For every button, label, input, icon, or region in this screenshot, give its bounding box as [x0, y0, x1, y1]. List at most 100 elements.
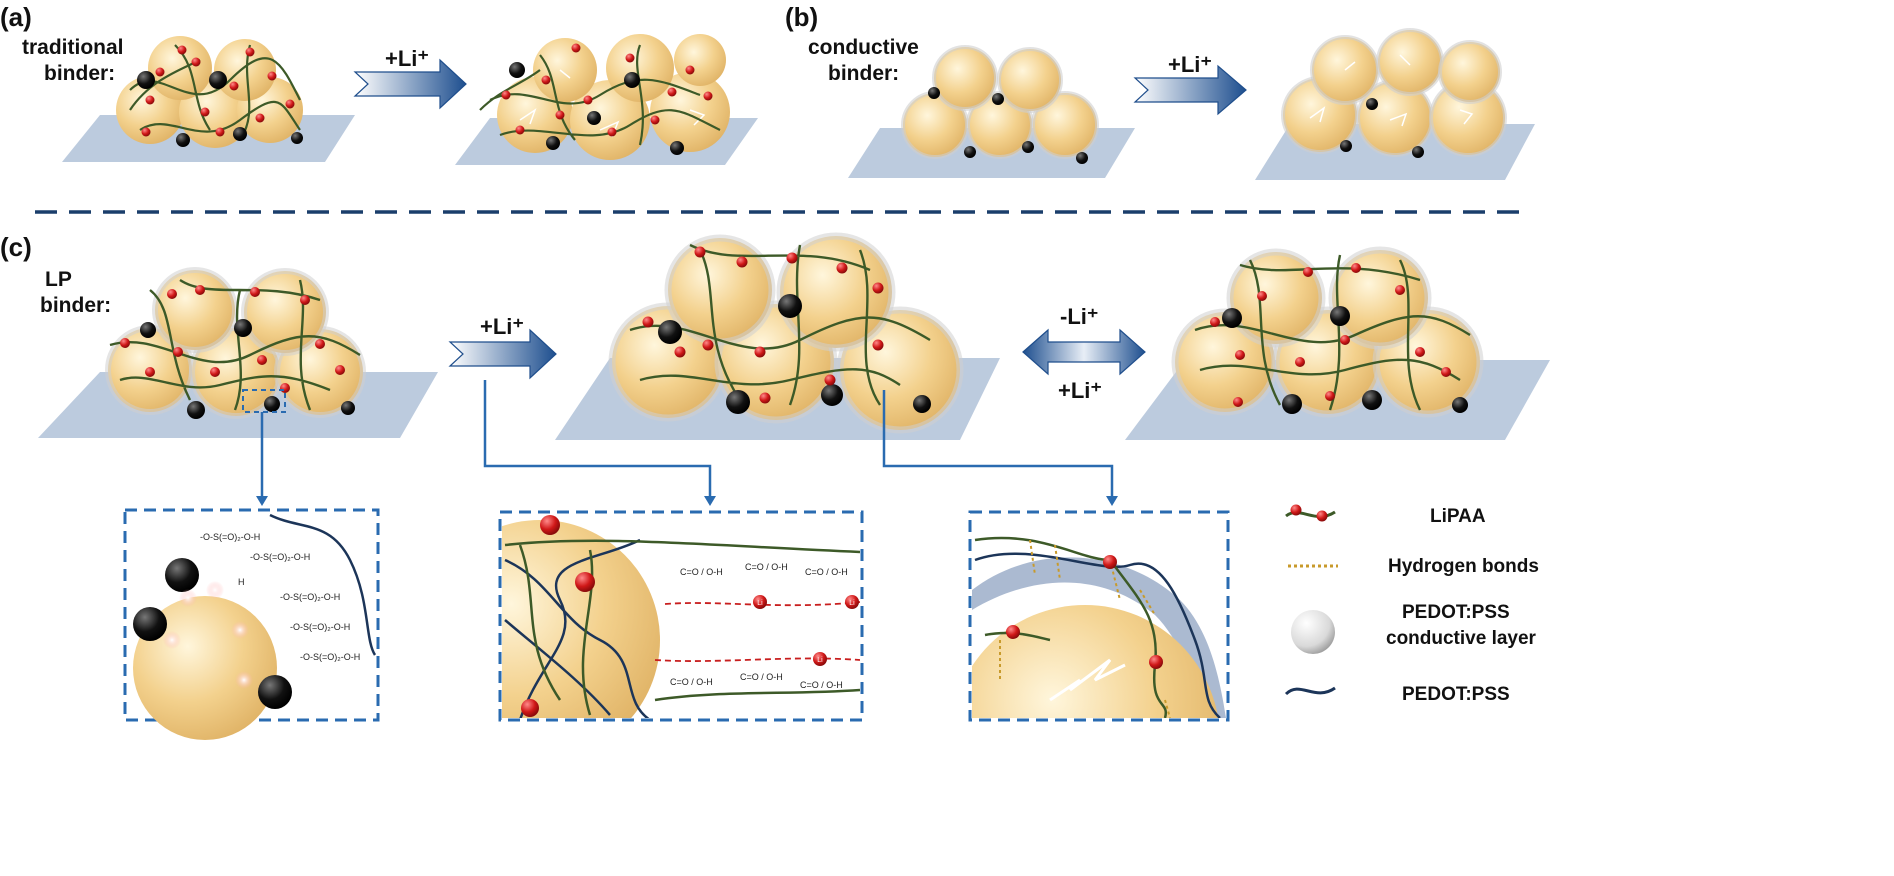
panel-a-electrode-after — [455, 34, 758, 165]
zoom-pedot-chain — [269, 513, 377, 656]
zoom-lipaa-chain-bottom — [654, 688, 860, 702]
zoom-marker — [242, 389, 286, 413]
zoom-carbon-particle — [133, 607, 167, 641]
zoom-box-2: Li Li Li C=O / O-H C=O / O-H C=O / O-H C… — [498, 510, 864, 722]
panel-a-tag: (a) — [0, 2, 32, 32]
active-particle — [214, 39, 276, 101]
coated-particle — [932, 45, 998, 111]
zoom-pedot-layer — [972, 557, 1226, 718]
panel-a-arrow: +Li⁺ — [353, 46, 467, 110]
svg-text:-O-S(=O)₂-O-H: -O-S(=O)₂-O-H — [200, 532, 260, 542]
carbon-particle — [137, 71, 155, 89]
active-particle — [674, 34, 726, 86]
zoom-carbon-particle — [258, 675, 292, 709]
lipaa-chain — [479, 44, 721, 146]
legend-pedot-chain-swatch — [1284, 686, 1336, 696]
connector-arrowheads — [256, 496, 1118, 506]
zoom-lipaa-chain — [518, 544, 594, 716]
zoom-li-bridge — [654, 657, 860, 662]
coated-particle — [997, 47, 1063, 113]
panel-c-rev-top-label: -Li⁺ — [1060, 304, 1099, 329]
carbon-particle — [233, 127, 247, 141]
zoom-glows — [163, 581, 253, 689]
carbon-particle — [670, 141, 684, 155]
svg-text:C=O / O-H: C=O / O-H — [740, 672, 783, 682]
zoom-connectors — [260, 380, 1114, 502]
svg-text:H: H — [238, 577, 245, 587]
panel-c-electrode-1 — [38, 267, 438, 438]
carbon-particle — [658, 320, 682, 344]
carbon-particle — [964, 146, 976, 158]
legend-item-lipaa: LiPAA — [1285, 504, 1486, 527]
active-particle — [606, 34, 674, 102]
carbon-particle — [624, 72, 640, 88]
carbon-particle — [726, 390, 750, 414]
carbon-particle — [1366, 98, 1378, 110]
carbon-particle — [913, 395, 931, 413]
panel-b-arrow: +Li⁺ — [1133, 52, 1247, 116]
legend-lipaa-label: LiPAA — [1430, 506, 1486, 527]
panel-c-rev-bottom-label: +Li⁺ — [1058, 378, 1102, 403]
panel-c-tag: (c) — [0, 232, 32, 262]
panel-c-arrow: +Li⁺ — [448, 314, 557, 380]
coated-particles — [1171, 246, 1484, 418]
legend-li-node — [1290, 504, 1302, 516]
carbon-particle — [176, 133, 190, 147]
legend-hbonds-label: Hydrogen bonds — [1388, 556, 1539, 577]
zoom-sulfonate-groups: -O-S(=O)₂-O-H -O-S(=O)₂-O-H -O-S(=O)₂-O-… — [200, 532, 360, 662]
legend-li-node — [1316, 510, 1328, 522]
legend-item-pedot-layer: PEDOT:PSS conductive layer — [1291, 602, 1537, 654]
legend-pedot-layer-label-1: PEDOT:PSS — [1402, 602, 1510, 623]
lipaa-chain — [629, 243, 931, 406]
carbon-particle — [264, 396, 280, 412]
panel-b-electrode-after — [1255, 28, 1535, 180]
svg-text:C=O / O-H: C=O / O-H — [680, 567, 723, 577]
panel-a-electrode-before — [62, 36, 355, 162]
zoom-pedot-chain — [504, 538, 650, 718]
active-particle — [533, 38, 597, 102]
legend-item-hbonds: Hydrogen bonds — [1288, 556, 1539, 577]
panel-a-binder-line1: traditional — [22, 36, 124, 59]
svg-text:C=O / O-H: C=O / O-H — [670, 677, 713, 687]
svg-text:Li: Li — [757, 600, 763, 607]
coated-particle — [1376, 28, 1444, 96]
carbon-particle — [1330, 306, 1350, 326]
zoom-li-labels: Li Li Li — [757, 600, 855, 664]
legend: LiPAA Hydrogen bonds PEDOT:PSS conductiv… — [1284, 504, 1539, 705]
carbon-particle — [1340, 140, 1352, 152]
panel-b-tag: (b) — [785, 2, 818, 32]
panel-c-binder-line2: binder: — [40, 294, 111, 317]
zoom-lipaa-chain-top — [504, 539, 860, 554]
particle-cracks — [519, 69, 706, 138]
svg-text:C=O / O-H: C=O / O-H — [800, 680, 843, 690]
carbon-particle — [1412, 146, 1424, 158]
carbon-particle — [778, 294, 802, 318]
carbon-particle — [234, 319, 252, 337]
legend-pedot-layer-label-2: conductive layer — [1386, 628, 1537, 649]
particle-cracks — [1309, 54, 1474, 127]
carbon-particle — [1222, 308, 1242, 328]
zoom-pedot-chain — [974, 552, 1221, 718]
panel-c-electrode-2 — [555, 232, 1000, 440]
carbon-particle — [341, 401, 355, 415]
carbon-particle — [1282, 394, 1302, 414]
zoom-box-3 — [968, 510, 1230, 722]
panel-c: (c) LP binder: — [0, 232, 1550, 740]
panel-a: (a) traditional binder: — [0, 2, 758, 165]
li-nodes — [141, 45, 295, 137]
carbon-particle — [546, 136, 560, 150]
svg-text:C=O / O-H: C=O / O-H — [805, 567, 848, 577]
carbon-particle — [992, 93, 1004, 105]
zoom-li-ions — [1006, 555, 1163, 669]
panel-b-binder-line2: binder: — [828, 62, 899, 85]
carbon-particle — [1022, 141, 1034, 153]
lipaa-chain — [129, 44, 301, 141]
li-nodes — [120, 285, 345, 393]
svg-text:Li: Li — [849, 600, 855, 607]
li-nodes — [1210, 263, 1451, 407]
li-nodes — [501, 43, 713, 137]
svg-text:-O-S(=O)₂-O-H: -O-S(=O)₂-O-H — [280, 592, 340, 602]
panel-b: (b) conductive binder: +Li⁺ — [785, 2, 1535, 180]
panel-b-arrow-label: +Li⁺ — [1168, 52, 1212, 77]
svg-text:-O-S(=O)₂-O-H: -O-S(=O)₂-O-H — [290, 622, 350, 632]
